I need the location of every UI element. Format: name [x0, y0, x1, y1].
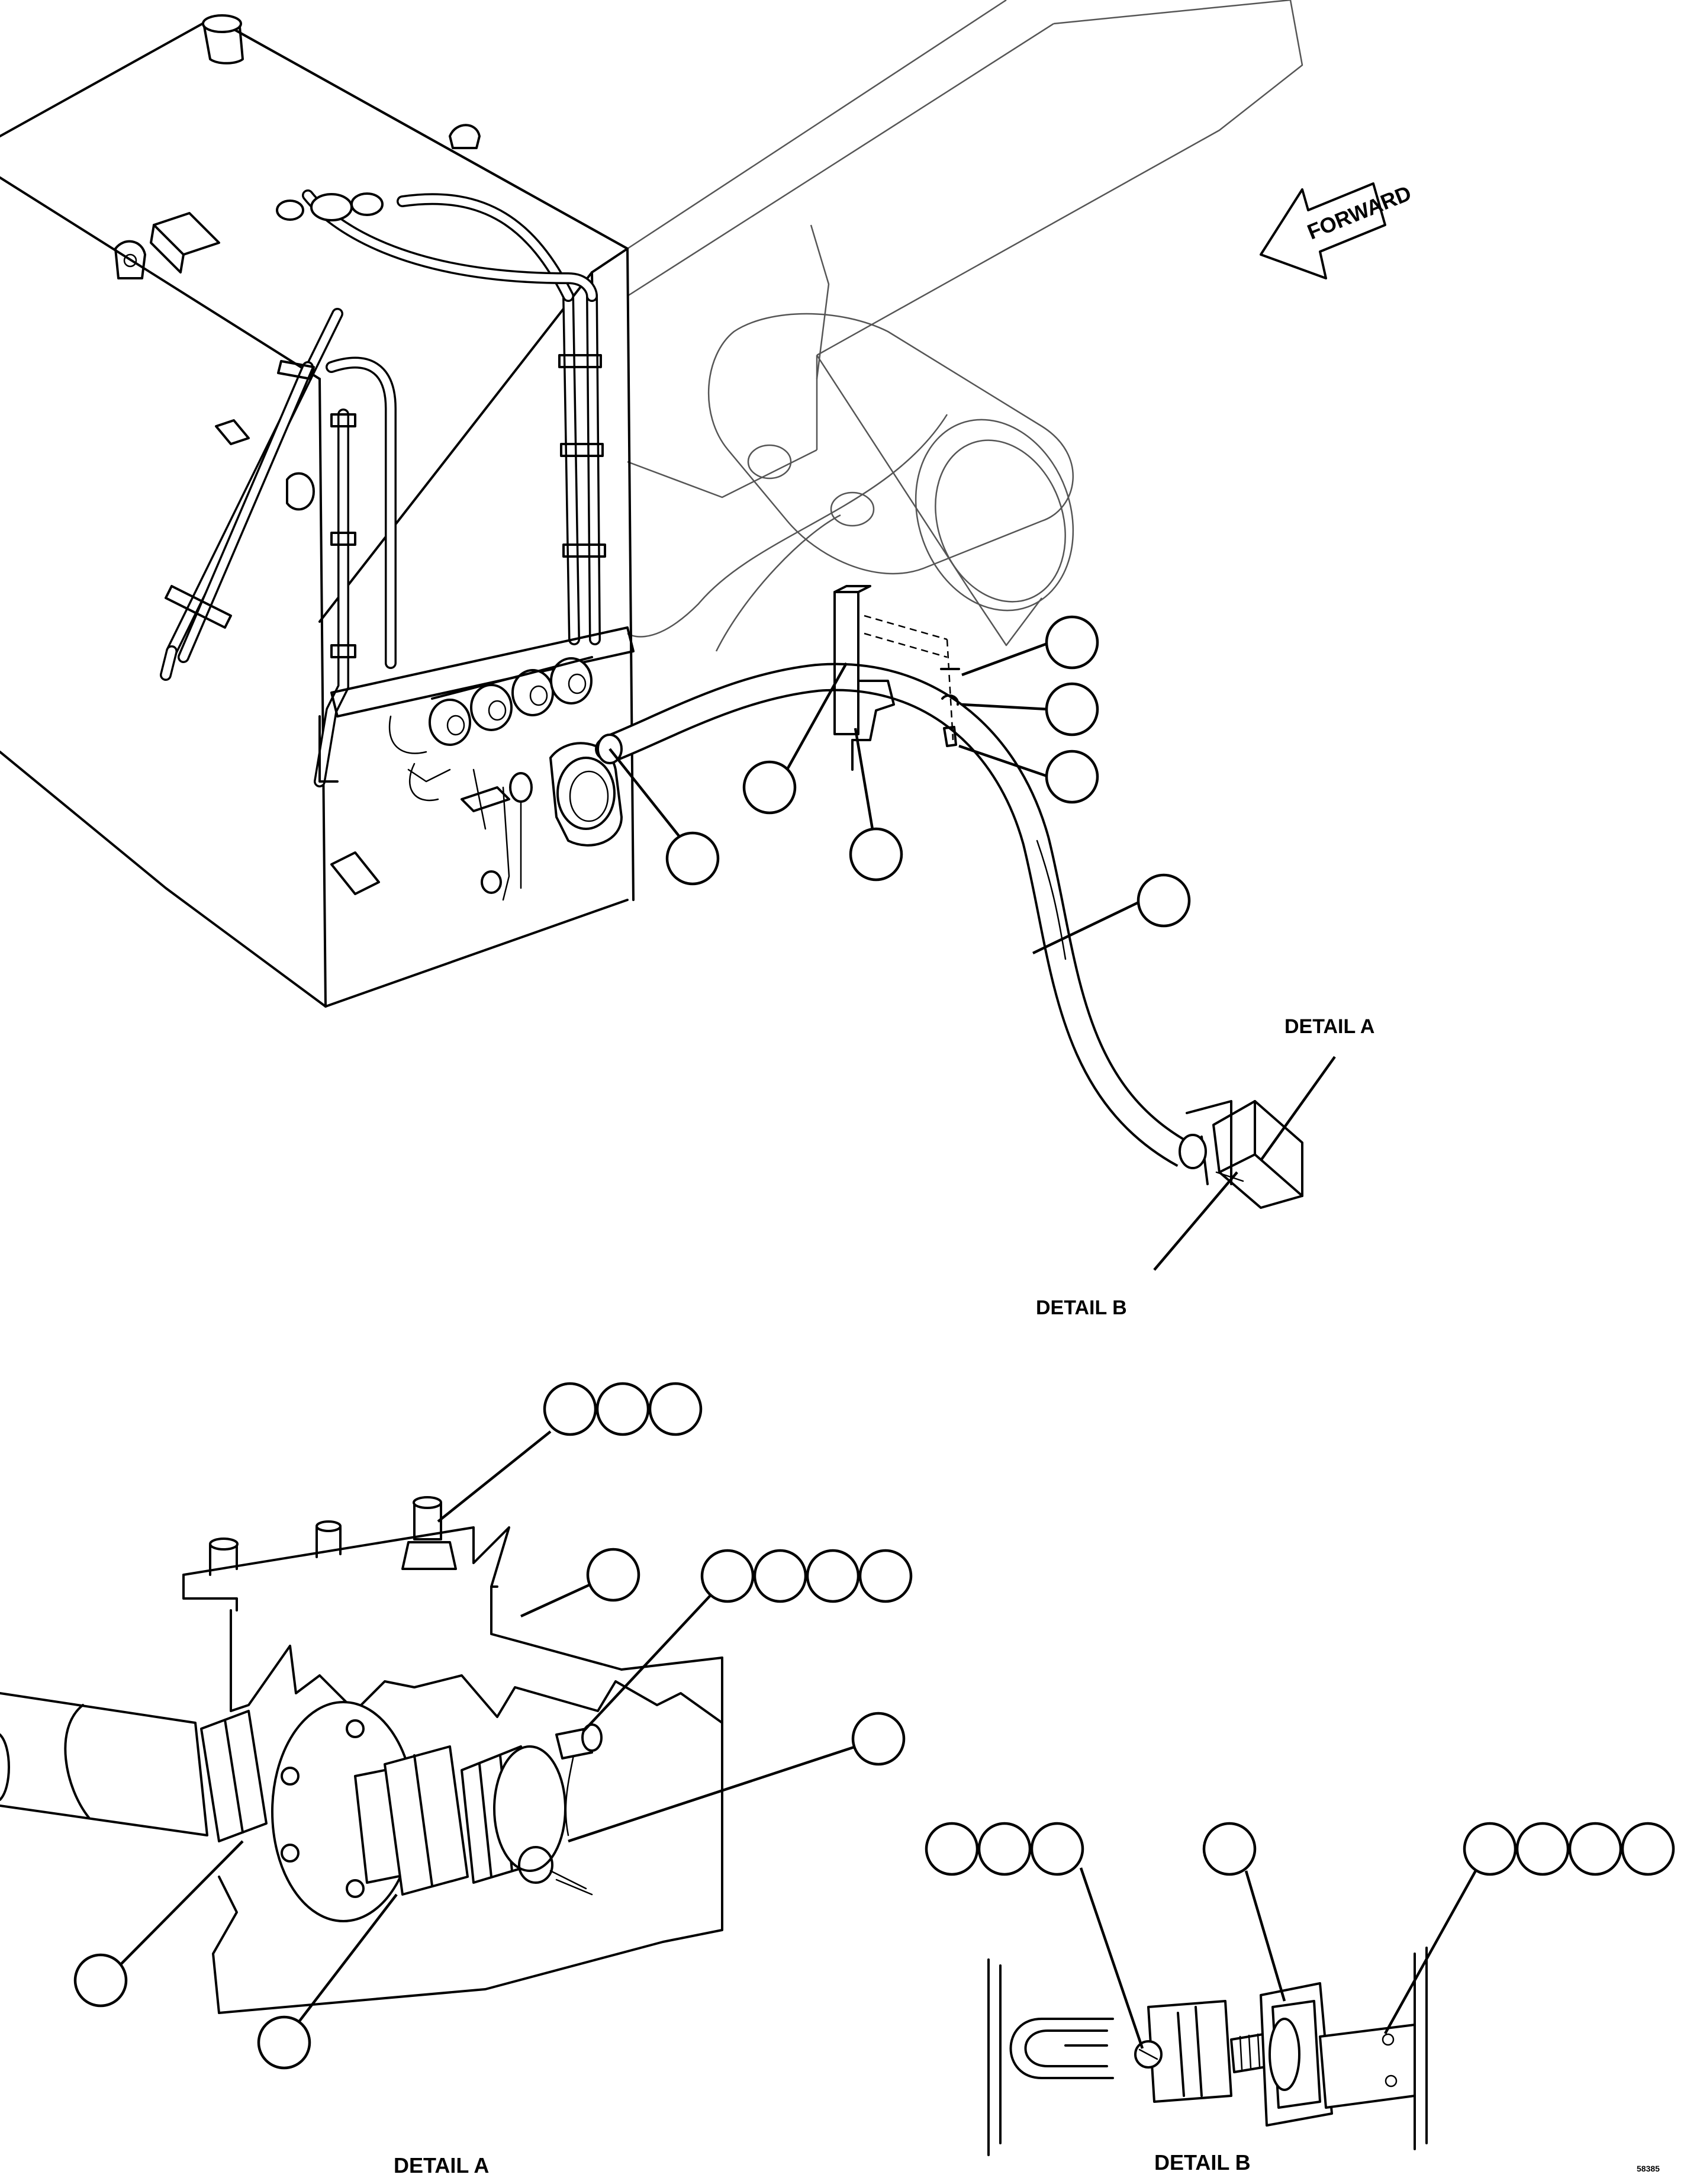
callout-b-6 [1515, 1822, 1570, 1876]
callout-main-5 [849, 827, 903, 882]
main-hose [597, 662, 1191, 1167]
callout-a-9 [851, 1712, 906, 1766]
callout-b-3 [1030, 1822, 1084, 1876]
tank-lines [160, 189, 635, 901]
callout-main-6 [665, 831, 720, 886]
detail-b-caption: DETAIL B [1154, 2150, 1251, 2175]
callout-b-1 [925, 1822, 979, 1876]
callout-a-7 [806, 1549, 860, 1603]
callout-b-7 [1568, 1822, 1622, 1876]
callout-a-3 [648, 1382, 703, 1436]
detail-b-drawing [987, 1947, 1428, 2156]
callout-a-5 [700, 1549, 755, 1603]
callout-a-11 [257, 2015, 311, 2070]
callout-a-6 [753, 1549, 807, 1603]
callout-a-1 [543, 1382, 597, 1436]
detail-a-drawing [0, 1496, 723, 2014]
hydraulic-tank [0, 14, 635, 1008]
callout-main-7 [1137, 873, 1191, 928]
callout-a-2 [595, 1382, 650, 1436]
hose-support-bracket [833, 585, 960, 771]
valve-stack [429, 656, 593, 746]
detail-a-caption: DETAIL A [394, 2153, 489, 2177]
main-callouts: DETAIL A DETAIL B [609, 615, 1374, 1319]
callout-a-8 [858, 1549, 913, 1603]
callout-main-4 [742, 760, 797, 815]
machine-frame [627, 0, 1303, 652]
figure-id: 58385 [1637, 2164, 1660, 2173]
callout-b-5 [1463, 1822, 1517, 1876]
detail-a-reference: DETAIL A [1284, 1015, 1374, 1038]
detail-b-reference: DETAIL B [1036, 1297, 1127, 1319]
detail-b-callouts: DETAIL B [925, 1822, 1675, 2175]
callout-b-8 [1621, 1822, 1675, 1876]
callout-b-2 [977, 1822, 1032, 1876]
callout-main-3 [1045, 750, 1099, 804]
callout-main-2 [1045, 682, 1099, 736]
hose-end-box [1179, 1100, 1303, 1209]
callout-a-10 [73, 1953, 128, 2008]
axle-housing [707, 313, 1074, 612]
callout-a-4 [586, 1548, 640, 1602]
detail-a-callouts: DETAIL A [73, 1382, 913, 2177]
forward-arrow: FORWARD [1260, 181, 1415, 279]
callout-main-1 [1045, 615, 1099, 670]
callout-b-4 [1202, 1822, 1257, 1876]
